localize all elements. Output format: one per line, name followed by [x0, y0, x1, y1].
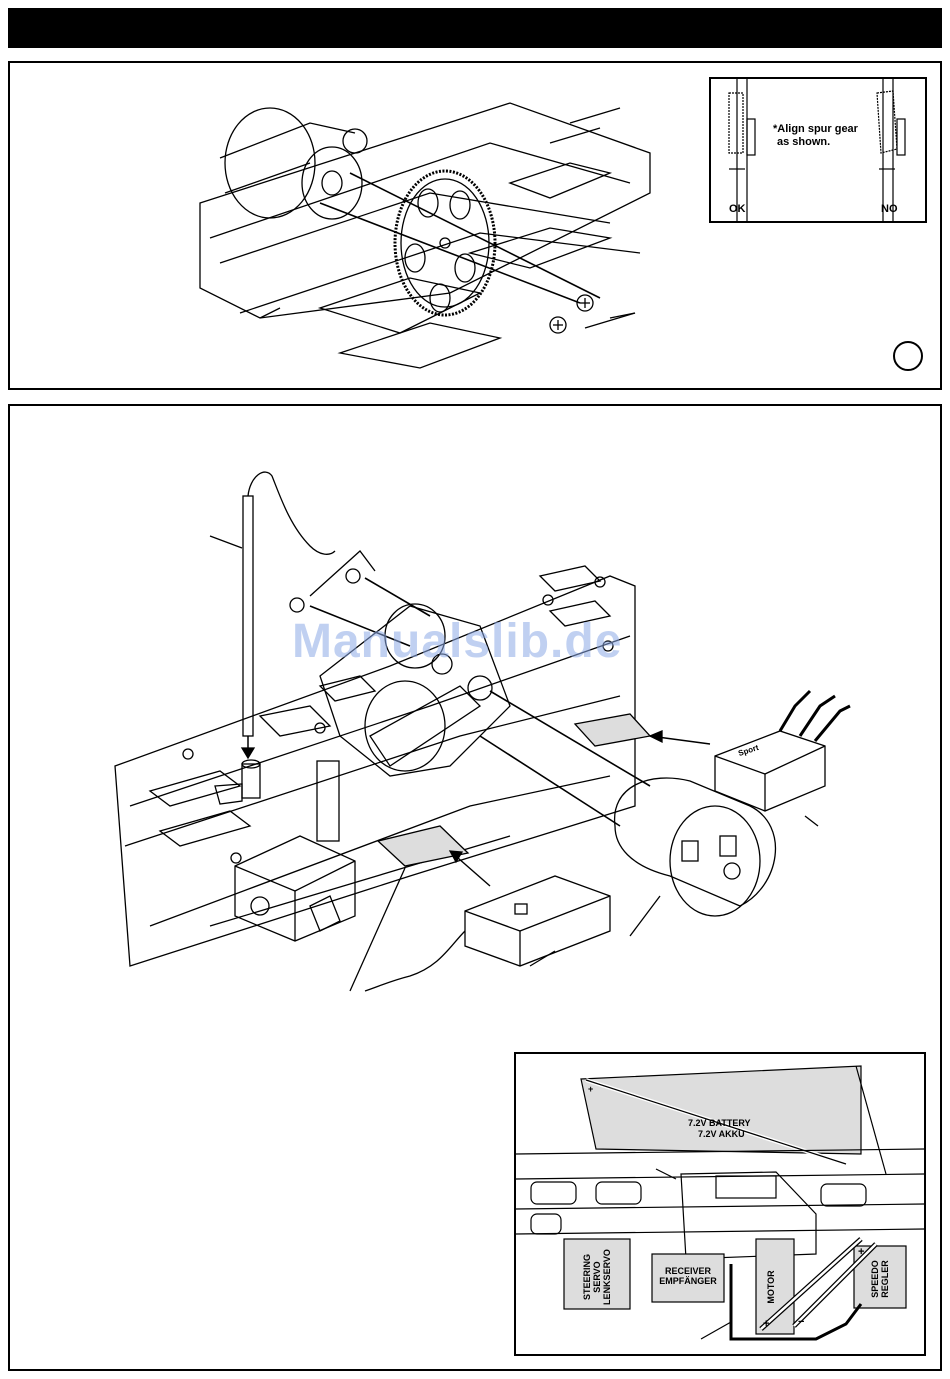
- motor-minus: −: [798, 1316, 804, 1329]
- no-label: NO: [881, 203, 898, 216]
- battery-label-2: 7.2V AKKU: [698, 1129, 745, 1139]
- header-bar: [8, 8, 942, 48]
- steering-line2: SERVO: [592, 1222, 602, 1332]
- speedo-line2: REGLER: [880, 1239, 890, 1319]
- layout-inset: 7.2V BATTERY 7.2V AKKU + STEERING SERVO …: [514, 1052, 926, 1356]
- speedo-label: SPEEDO REGLER: [870, 1239, 890, 1319]
- layout-diagram: [516, 1054, 924, 1354]
- steering-servo-label: STEERING SERVO LENKSERVO: [582, 1222, 612, 1332]
- ok-label: OK: [729, 203, 746, 216]
- receiver-label: RECEIVER EMPFÄNGER: [652, 1266, 724, 1286]
- motor-plus: +: [763, 1318, 769, 1331]
- steering-line1: STEERING: [582, 1222, 592, 1332]
- speedo-plus: +: [858, 1246, 864, 1259]
- battery-plus: +: [588, 1083, 593, 1096]
- steering-line3: LENKSERVO: [602, 1222, 612, 1332]
- align-note-line1: *Align spur gear: [773, 123, 858, 136]
- spur-gear-panel: *Align spur gear as shown. OK NO: [8, 61, 942, 390]
- receiver-line1: RECEIVER: [652, 1266, 724, 1276]
- battery-label-1: 7.2V BATTERY: [688, 1118, 751, 1128]
- speedo-line1: SPEEDO: [870, 1239, 880, 1319]
- alignment-diagram: [711, 79, 925, 221]
- electronics-panel: Manualslib.de: [8, 404, 942, 1371]
- align-note-line2: as shown.: [777, 136, 830, 149]
- step-circle: [893, 341, 923, 371]
- motor-label: MOTOR: [766, 1252, 776, 1322]
- receiver-line2: EMPFÄNGER: [652, 1276, 724, 1286]
- watermark: Manualslib.de: [292, 614, 622, 669]
- gear-alignment-inset: *Align spur gear as shown. OK NO: [709, 77, 927, 223]
